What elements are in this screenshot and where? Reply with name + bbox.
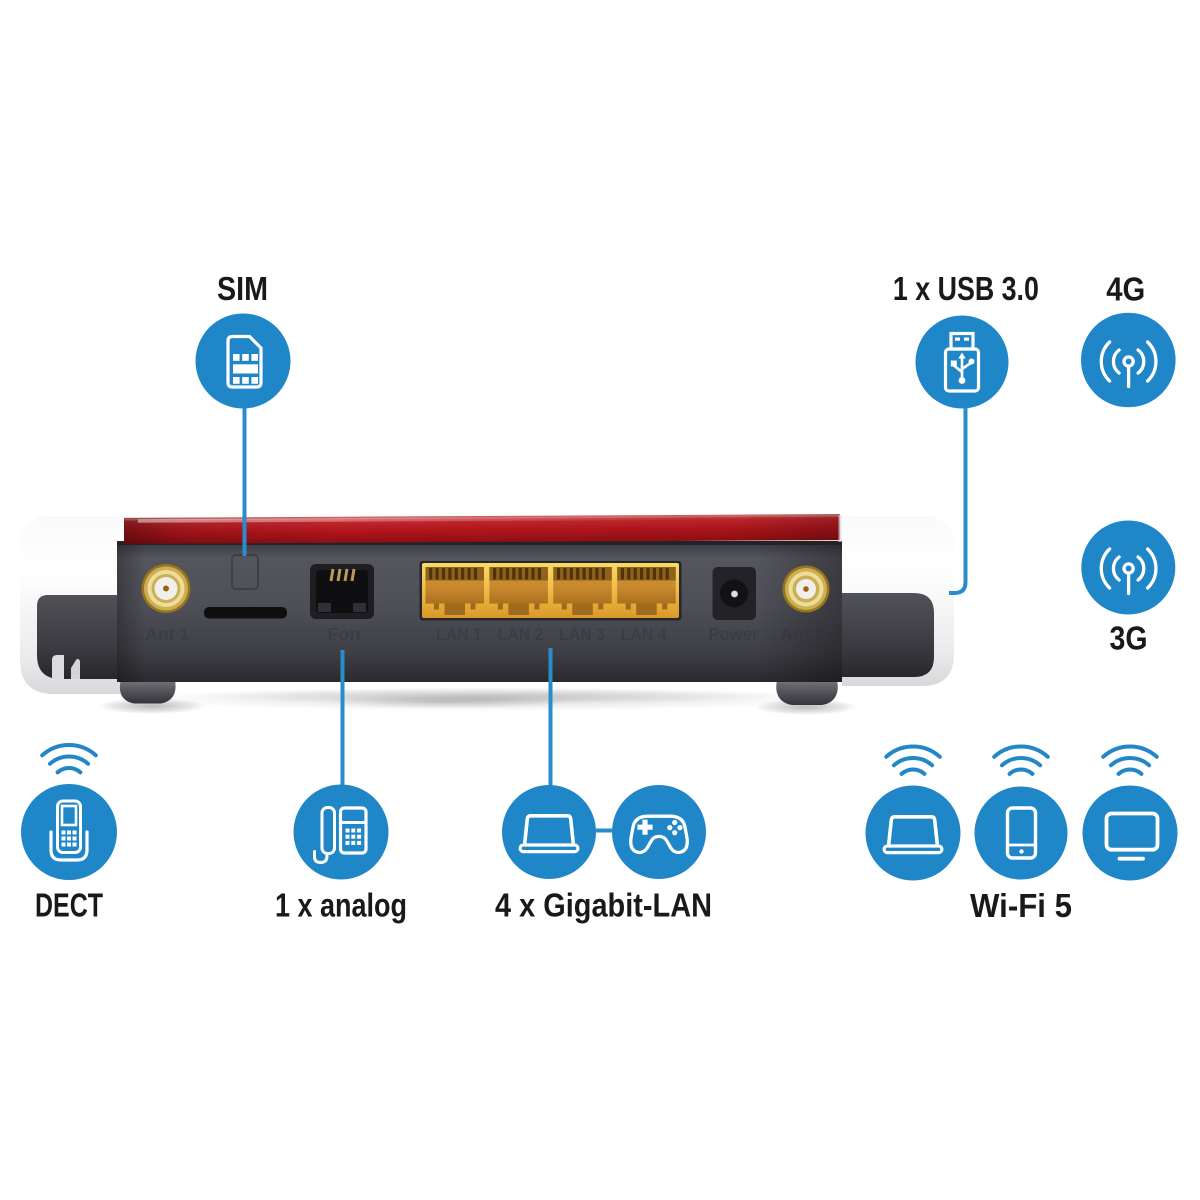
svg-text:4 x Gigabit-LAN: 4 x Gigabit-LAN: [495, 887, 712, 924]
svg-text:SIM: SIM: [217, 270, 268, 307]
svg-text:3G: 3G: [1110, 620, 1148, 657]
svg-text:LAN 4: LAN 4: [621, 624, 667, 644]
svg-text:1 x analog: 1 x analog: [275, 887, 407, 924]
svg-text:Power: Power: [709, 624, 759, 644]
svg-text:Wi-Fi 5: Wi-Fi 5: [970, 887, 1072, 924]
svg-text:Ant 2: Ant 2: [781, 624, 825, 644]
svg-text:1 x USB 3.0: 1 x USB 3.0: [893, 270, 1039, 307]
svg-text:LAN 1: LAN 1: [436, 624, 482, 644]
svg-text:Fon: Fon: [328, 624, 361, 644]
svg-text:LAN 2: LAN 2: [498, 624, 544, 644]
svg-text:DECT: DECT: [35, 887, 103, 924]
svg-text:LAN 3: LAN 3: [559, 624, 605, 644]
svg-text:4G: 4G: [1106, 271, 1145, 308]
svg-text:Ant 1: Ant 1: [145, 624, 189, 644]
